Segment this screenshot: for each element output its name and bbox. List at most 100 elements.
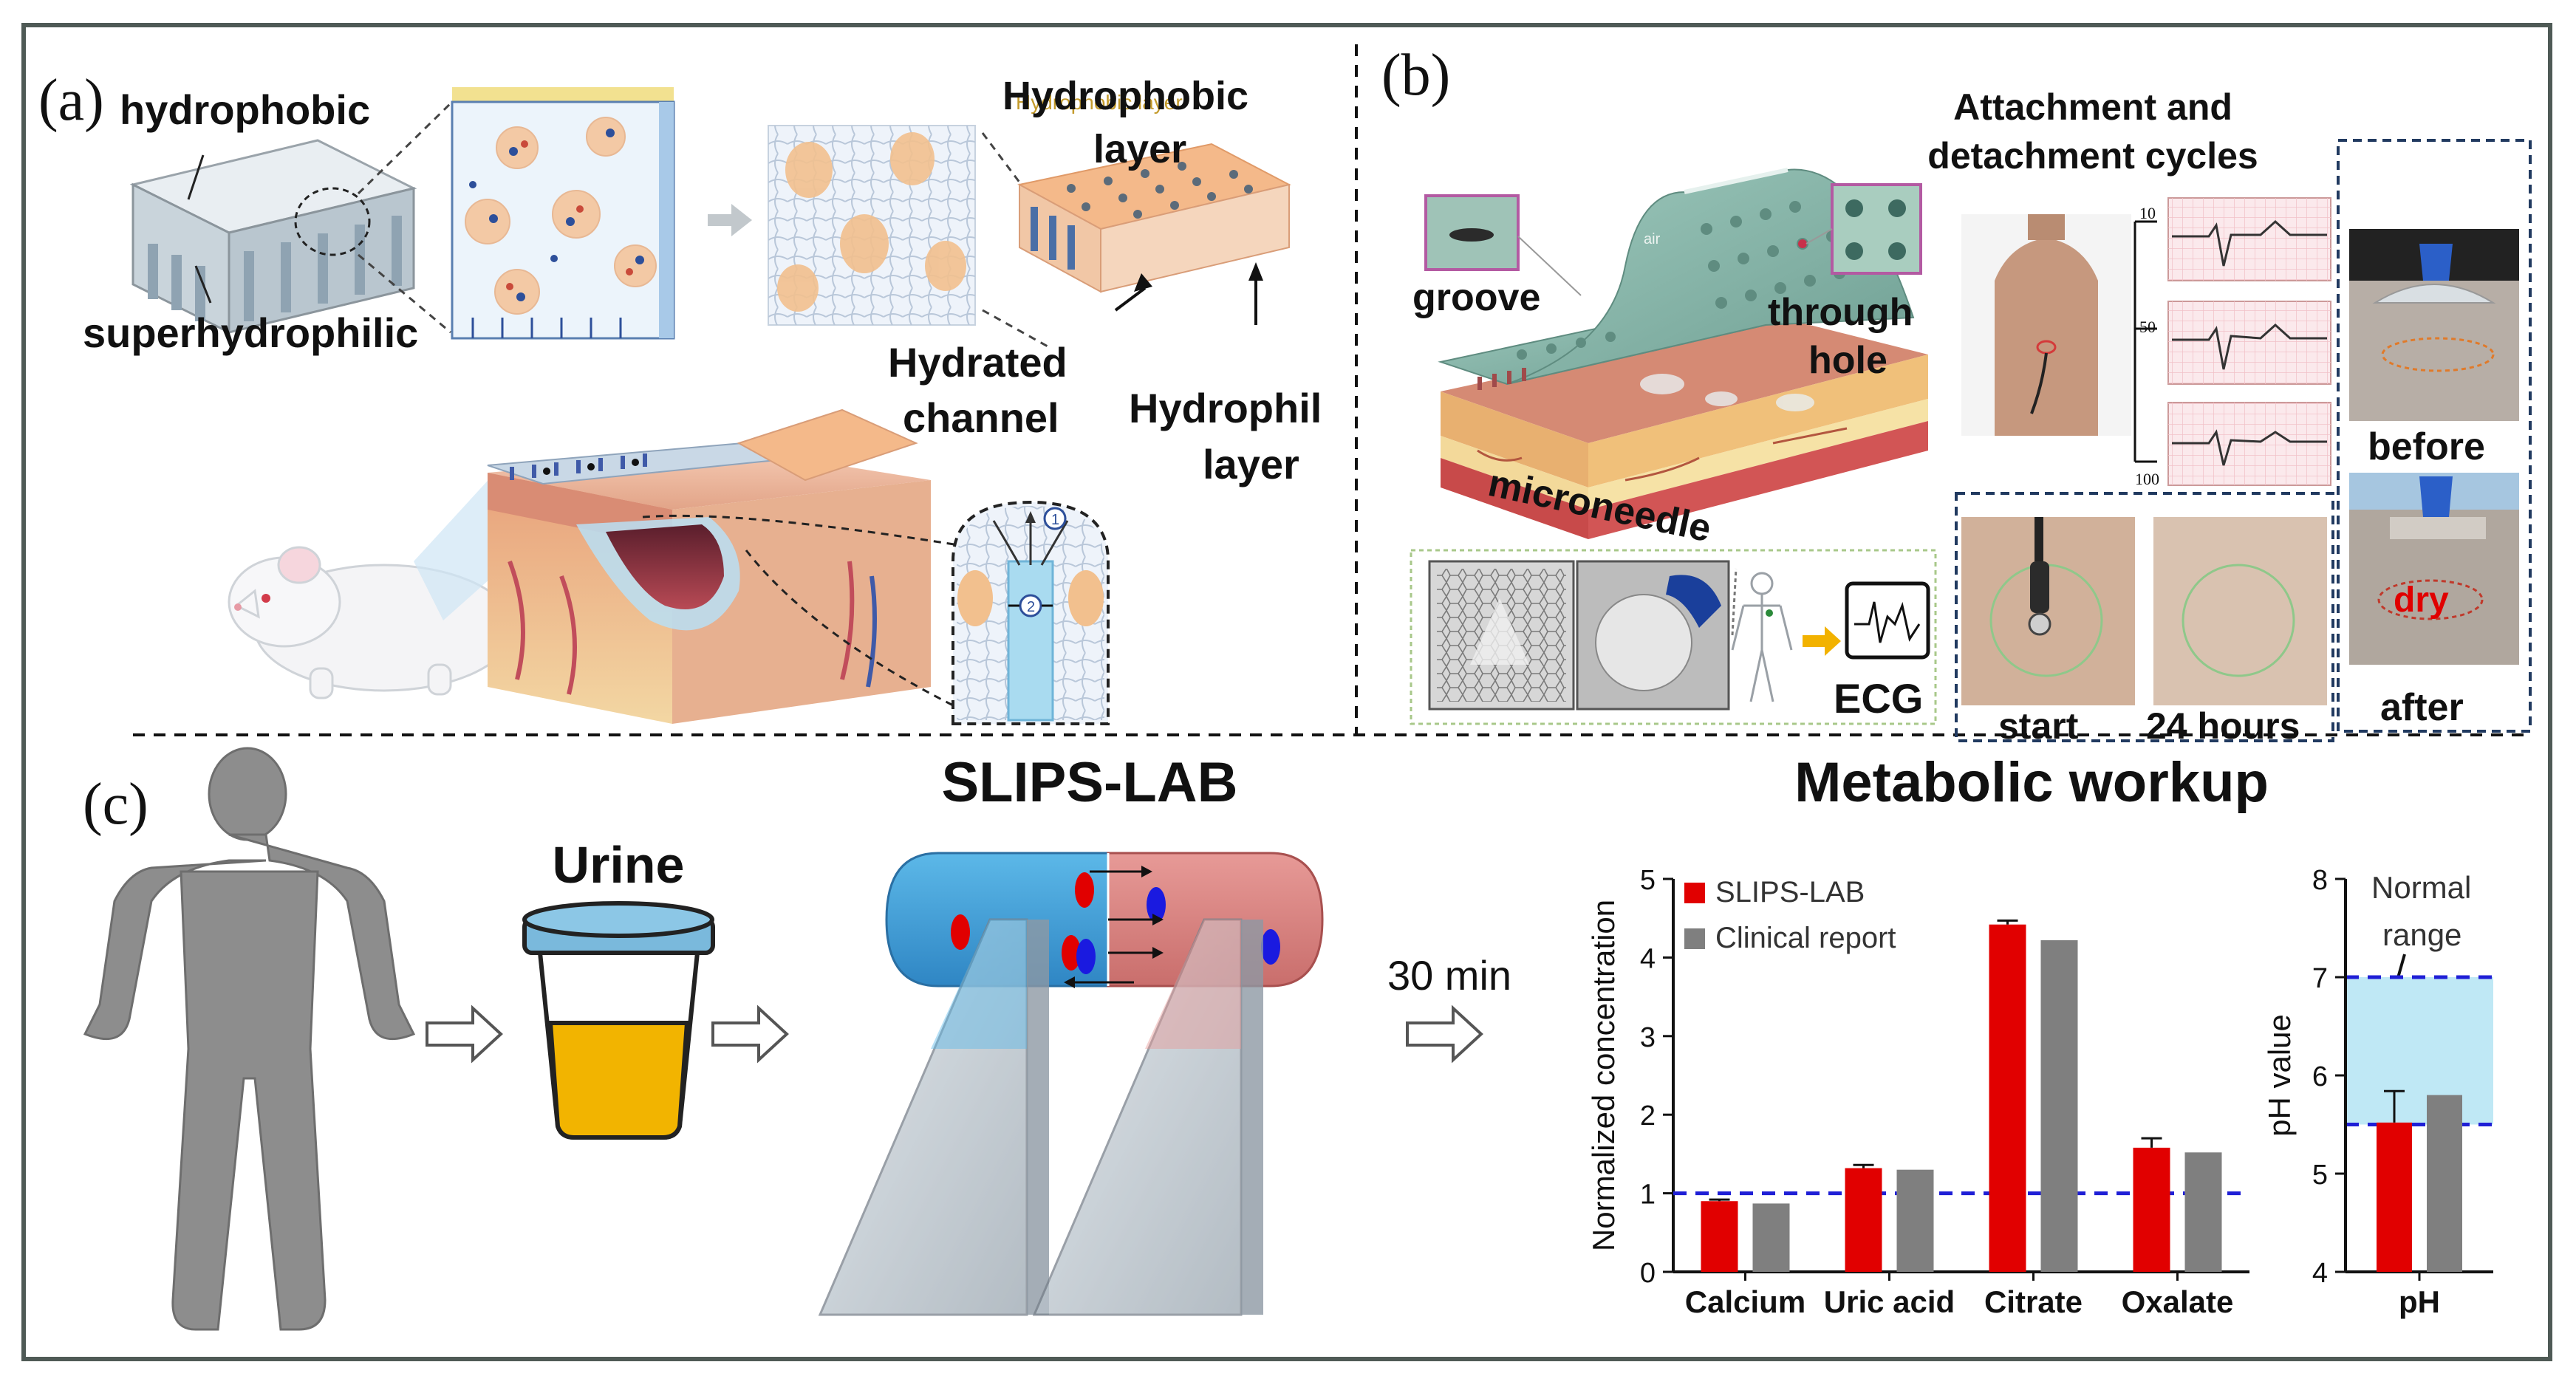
- chart1-bar-slips: [1989, 924, 2026, 1272]
- chart1-bar-slips: [2133, 1147, 2170, 1272]
- label-through-2: hole: [1808, 339, 1887, 382]
- skin-block: [488, 451, 931, 724]
- chart1-xtick-label: Uric acid: [1824, 1284, 1955, 1319]
- chart2-ytick-label: 4: [2312, 1258, 2328, 1289]
- chart1-bar-clinical: [1896, 1169, 1934, 1272]
- chart2-ytick-label: 7: [2312, 963, 2328, 994]
- human-figure: [1731, 572, 1793, 702]
- chart1-xtick-label: Citrate: [1984, 1284, 2083, 1319]
- label-slips-lab: SLIPS-LAB: [941, 751, 1237, 814]
- transition-arrow: [708, 204, 752, 236]
- normal-range-label-1: Normal: [2371, 870, 2471, 905]
- label-ecg: ECG: [1834, 675, 1923, 722]
- chart2-bar-clinical: [2427, 1095, 2462, 1272]
- label-hydrophobic-layer-2: layer: [1093, 127, 1186, 171]
- label-start: start: [1998, 705, 2079, 747]
- before-after-box: [2337, 139, 2532, 733]
- through-hole-inset: [1831, 183, 1922, 275]
- label-hydrophobic: hydrophobic: [120, 86, 370, 133]
- panel-a-letter: (a): [38, 68, 104, 133]
- chart1-xtick-label: Calcium: [1685, 1284, 1805, 1319]
- chart1-ytick-label: 0: [1640, 1258, 1656, 1289]
- panel-c: (c) Urine SLIPS-LAB: [83, 747, 2493, 1331]
- zoom-cross-section: [451, 87, 675, 340]
- ecg-strips: 10 50 100: [2133, 197, 2331, 488]
- chart1-ytick-label: 3: [1640, 1022, 1656, 1053]
- label-air: air: [1644, 231, 1661, 247]
- after-photo: [2349, 473, 2519, 665]
- label-dry: dry: [2394, 581, 2449, 620]
- hours24-photo: [2153, 517, 2327, 705]
- marker-1: 1: [1051, 512, 1059, 528]
- superhydrophilic-pointer: [194, 265, 212, 304]
- label-cycles-2: detachment cycles: [1927, 135, 2258, 177]
- ecg-inset: [1410, 549, 1937, 725]
- microneedle-patch-illustration: air: [1438, 168, 1928, 539]
- hydrogel-network: [768, 125, 976, 326]
- label-through-1: through: [1768, 291, 1913, 334]
- start-photo: [1961, 517, 2135, 705]
- label-before: before: [2368, 425, 2485, 468]
- label-cycles-1: Attachment and: [1953, 86, 2232, 128]
- before-photo: [2349, 229, 2519, 421]
- chart1-ytick-label: 5: [1640, 865, 1656, 896]
- label-metabolic-workup: Metabolic workup: [1794, 751, 2269, 814]
- marker-2: 2: [1027, 599, 1035, 615]
- chart1-ytick-label: 2: [1640, 1101, 1656, 1132]
- outer-frame: [21, 23, 2552, 1361]
- chart2-bar-slips: [2377, 1122, 2412, 1272]
- chart1-bar-clinical: [1752, 1203, 1790, 1272]
- panel-c-letter: (c): [83, 772, 148, 837]
- channel-zoom: 1 2: [952, 500, 1110, 725]
- chart1-bar-slips: [1701, 1201, 1738, 1272]
- legend-swatch-slips: [1684, 883, 1705, 903]
- label-hydrophil-2: layer: [1203, 441, 1299, 487]
- panel-b-letter: (b): [1381, 43, 1450, 108]
- chart1-ylabel: Normalized concentration: [1586, 900, 1621, 1251]
- legend-swatch-clinical: [1684, 928, 1705, 949]
- panel-b: (b) Attachment and detachment cycles: [1381, 43, 2532, 747]
- label-hydrated-1: Hydrated: [888, 339, 1067, 386]
- hydrogel-patch: [487, 408, 918, 485]
- normal-range-label-2: range: [2382, 917, 2461, 952]
- chart1-ytick-label: 1: [1640, 1180, 1656, 1211]
- tick-10: 10: [2139, 204, 2156, 222]
- urine-cup-icon: [522, 901, 715, 1140]
- label-hydrophil-1: Hydrophil: [1129, 385, 1322, 431]
- label-hydrated-2: channel: [903, 394, 1059, 441]
- chart2-ytick-label: 8: [2312, 865, 2328, 896]
- hydrophobic-pillar-block: [129, 139, 417, 335]
- ecg-arrow: [1803, 626, 1841, 656]
- chart2-xtick-label: pH: [2399, 1284, 2440, 1319]
- ph-normal-range-band: [2346, 977, 2493, 1125]
- hydrophobic-pointer: [187, 154, 205, 200]
- magnification-beam: [414, 473, 510, 620]
- legend-clinical-report: Clinical report: [1715, 922, 1896, 954]
- label-hydrophobic-layer-small: Hydrophobic layer: [1016, 91, 1183, 114]
- chart2-ytick-label: 5: [2312, 1160, 2328, 1191]
- label-after: after: [2380, 686, 2464, 729]
- label-urine: Urine: [553, 836, 685, 894]
- hydrophobic-layer-block: [1017, 143, 1291, 293]
- flow-arrows: [426, 1004, 1483, 1064]
- legend-slips-lab: SLIPS-LAB: [1715, 876, 1865, 908]
- chart1-ytick-label: 4: [1640, 943, 1656, 974]
- chart2-ytick-label: 6: [2312, 1061, 2328, 1092]
- start-24h-box: [1955, 492, 2334, 742]
- label-hydrophobic-layer-1: Hydrophobic: [1002, 74, 1248, 118]
- metabolic-bar-chart: Normalized concentration SLIPS-LAB Clini…: [1586, 865, 2249, 1319]
- panel-a: (a) hydrophobic superhydrophilic: [38, 68, 1322, 725]
- chart1-bar-clinical: [2040, 939, 2078, 1272]
- slips-lab-device: [818, 852, 1324, 1316]
- label-30-min: 30 min: [1387, 952, 1511, 999]
- chart1-legend: SLIPS-LAB Clinical report: [1684, 876, 1896, 954]
- tick-100: 100: [2135, 470, 2159, 488]
- human-silhouette: [83, 747, 416, 1331]
- tick-50: 50: [2139, 318, 2156, 336]
- chart2-ylabel: pH value: [2262, 1014, 2297, 1137]
- chart1-bar-slips: [1845, 1168, 1882, 1272]
- chart1-bar-clinical: [2184, 1152, 2222, 1272]
- chart1-xtick-label: Oxalate: [2122, 1284, 2234, 1319]
